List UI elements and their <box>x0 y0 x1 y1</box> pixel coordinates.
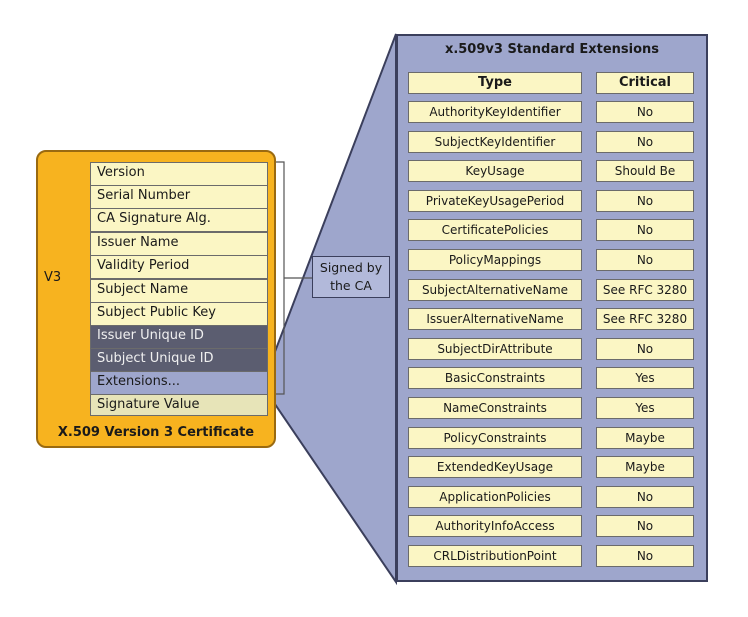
extension-type-cell: PrivateKeyUsagePeriod <box>408 189 582 212</box>
extension-critical-cell: Should Be <box>596 160 694 183</box>
certificate-field: Signature Value <box>90 394 268 416</box>
extension-critical-cell: No <box>596 130 694 153</box>
extension-type-cell: CRLDistributionPoint <box>408 545 582 567</box>
extension-type-cell: AuthorityKeyIdentifier <box>408 101 582 123</box>
certificate-field: CA Signature Alg. <box>90 208 268 232</box>
header-critical: Critical <box>596 72 694 94</box>
extension-critical-cell: Yes <box>596 397 694 419</box>
v3-label: V3 <box>44 270 62 285</box>
extension-critical-cell: No <box>596 515 694 538</box>
extension-type-cell: AuthorityInfoAccess <box>408 515 582 538</box>
certificate-field: Subject Unique ID <box>90 348 268 372</box>
signed-by-ca-box: Signed by the CA <box>312 256 390 298</box>
certificate-field: Serial Number <box>90 185 268 209</box>
extension-critical-cell: See RFC 3280 <box>596 308 694 331</box>
certificate-field: Issuer Name <box>90 232 268 256</box>
extension-critical-cell: Maybe <box>596 456 694 479</box>
certificate-field: Version <box>90 162 268 186</box>
extensions-title: x.509v3 Standard Extensions <box>444 42 660 57</box>
extension-type-cell: SubjectAlternativeName <box>408 278 582 301</box>
extension-type-cell: KeyUsage <box>408 160 582 183</box>
extension-critical-cell: No <box>596 219 694 242</box>
extension-critical-cell: Maybe <box>596 426 694 449</box>
extension-critical-cell: No <box>596 249 694 271</box>
certificate-field: Subject Name <box>90 279 268 303</box>
certificate-field: Subject Public Key <box>90 302 268 326</box>
extension-type-cell: BasicConstraints <box>408 367 582 390</box>
extension-critical-cell: See RFC 3280 <box>596 278 694 301</box>
extension-type-cell: PolicyMappings <box>408 249 582 271</box>
extension-critical-cell: No <box>596 101 694 123</box>
extension-type-cell: ApplicationPolicies <box>408 485 582 508</box>
extension-critical-cell: No <box>596 545 694 567</box>
extension-type-cell: NameConstraints <box>408 397 582 419</box>
certificate-field: Extensions... <box>90 371 268 395</box>
header-type: Type <box>408 72 582 94</box>
certificate-label: X.509 Version 3 Certificate <box>57 425 255 440</box>
extension-type-cell: CertificatePolicies <box>408 219 582 242</box>
extension-critical-cell: No <box>596 337 694 360</box>
certificate-field: Validity Period <box>90 255 268 279</box>
extension-critical-cell: No <box>596 189 694 212</box>
extension-type-cell: SubjectKeyIdentifier <box>408 130 582 153</box>
extension-type-cell: ExtendedKeyUsage <box>408 456 582 479</box>
extension-critical-cell: No <box>596 485 694 508</box>
extension-type-cell: PolicyConstraints <box>408 426 582 449</box>
extension-type-cell: SubjectDirAttribute <box>408 337 582 360</box>
extension-critical-cell: Yes <box>596 367 694 390</box>
certificate-field: Issuer Unique ID <box>90 325 268 349</box>
extensions-funnel <box>267 33 397 586</box>
signed-line-1: Signed by <box>319 260 383 275</box>
extension-type-cell: IssuerAlternativeName <box>408 308 582 331</box>
signed-line-2: the CA <box>330 278 372 293</box>
